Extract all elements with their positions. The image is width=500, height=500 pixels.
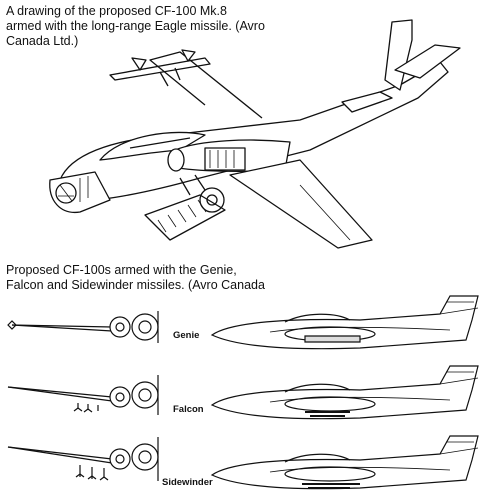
variant-label-sidewinder: Sidewinder bbox=[162, 477, 213, 488]
variant-label-falcon: Falcon bbox=[173, 404, 204, 415]
top-caption: A drawing of the proposed CF-100 Mk.8 ar… bbox=[6, 4, 265, 49]
top-caption-line-3: Canada Ltd.) bbox=[6, 34, 79, 48]
bottom-caption-line-2: Falcon and Sidewinder missiles. (Avro Ca… bbox=[6, 278, 265, 292]
far-wing bbox=[149, 51, 263, 119]
side-view-sidewinder bbox=[211, 435, 479, 490]
genie-store bbox=[304, 335, 361, 343]
sidewinder-missiles bbox=[302, 483, 360, 489]
front-view-drawings bbox=[7, 311, 159, 481]
near-wing bbox=[229, 159, 373, 249]
bottom-caption: Proposed CF-100s armed with the Genie, F… bbox=[6, 263, 265, 293]
side-view-genie bbox=[211, 295, 479, 350]
eagle-missile bbox=[109, 57, 211, 81]
side-view-falcon bbox=[211, 365, 479, 420]
front-view-sidewinder bbox=[7, 437, 159, 481]
variant-label-genie: Genie bbox=[173, 330, 200, 341]
bottom-caption-line-1: Proposed CF-100s armed with the Genie, bbox=[6, 263, 237, 277]
front-view-genie bbox=[7, 311, 159, 343]
rocket-pack bbox=[144, 194, 226, 241]
falcon-missiles bbox=[305, 411, 350, 417]
cf100-cutaway-drawing bbox=[49, 19, 461, 249]
side-view-drawings bbox=[211, 295, 479, 490]
tail-fin bbox=[384, 19, 413, 91]
stabilizer bbox=[394, 44, 461, 79]
top-caption-line-1: A drawing of the proposed CF-100 Mk.8 bbox=[6, 4, 227, 18]
front-view-falcon bbox=[7, 375, 159, 415]
top-caption-line-2: armed with the long-range Eagle missile.… bbox=[6, 19, 265, 33]
